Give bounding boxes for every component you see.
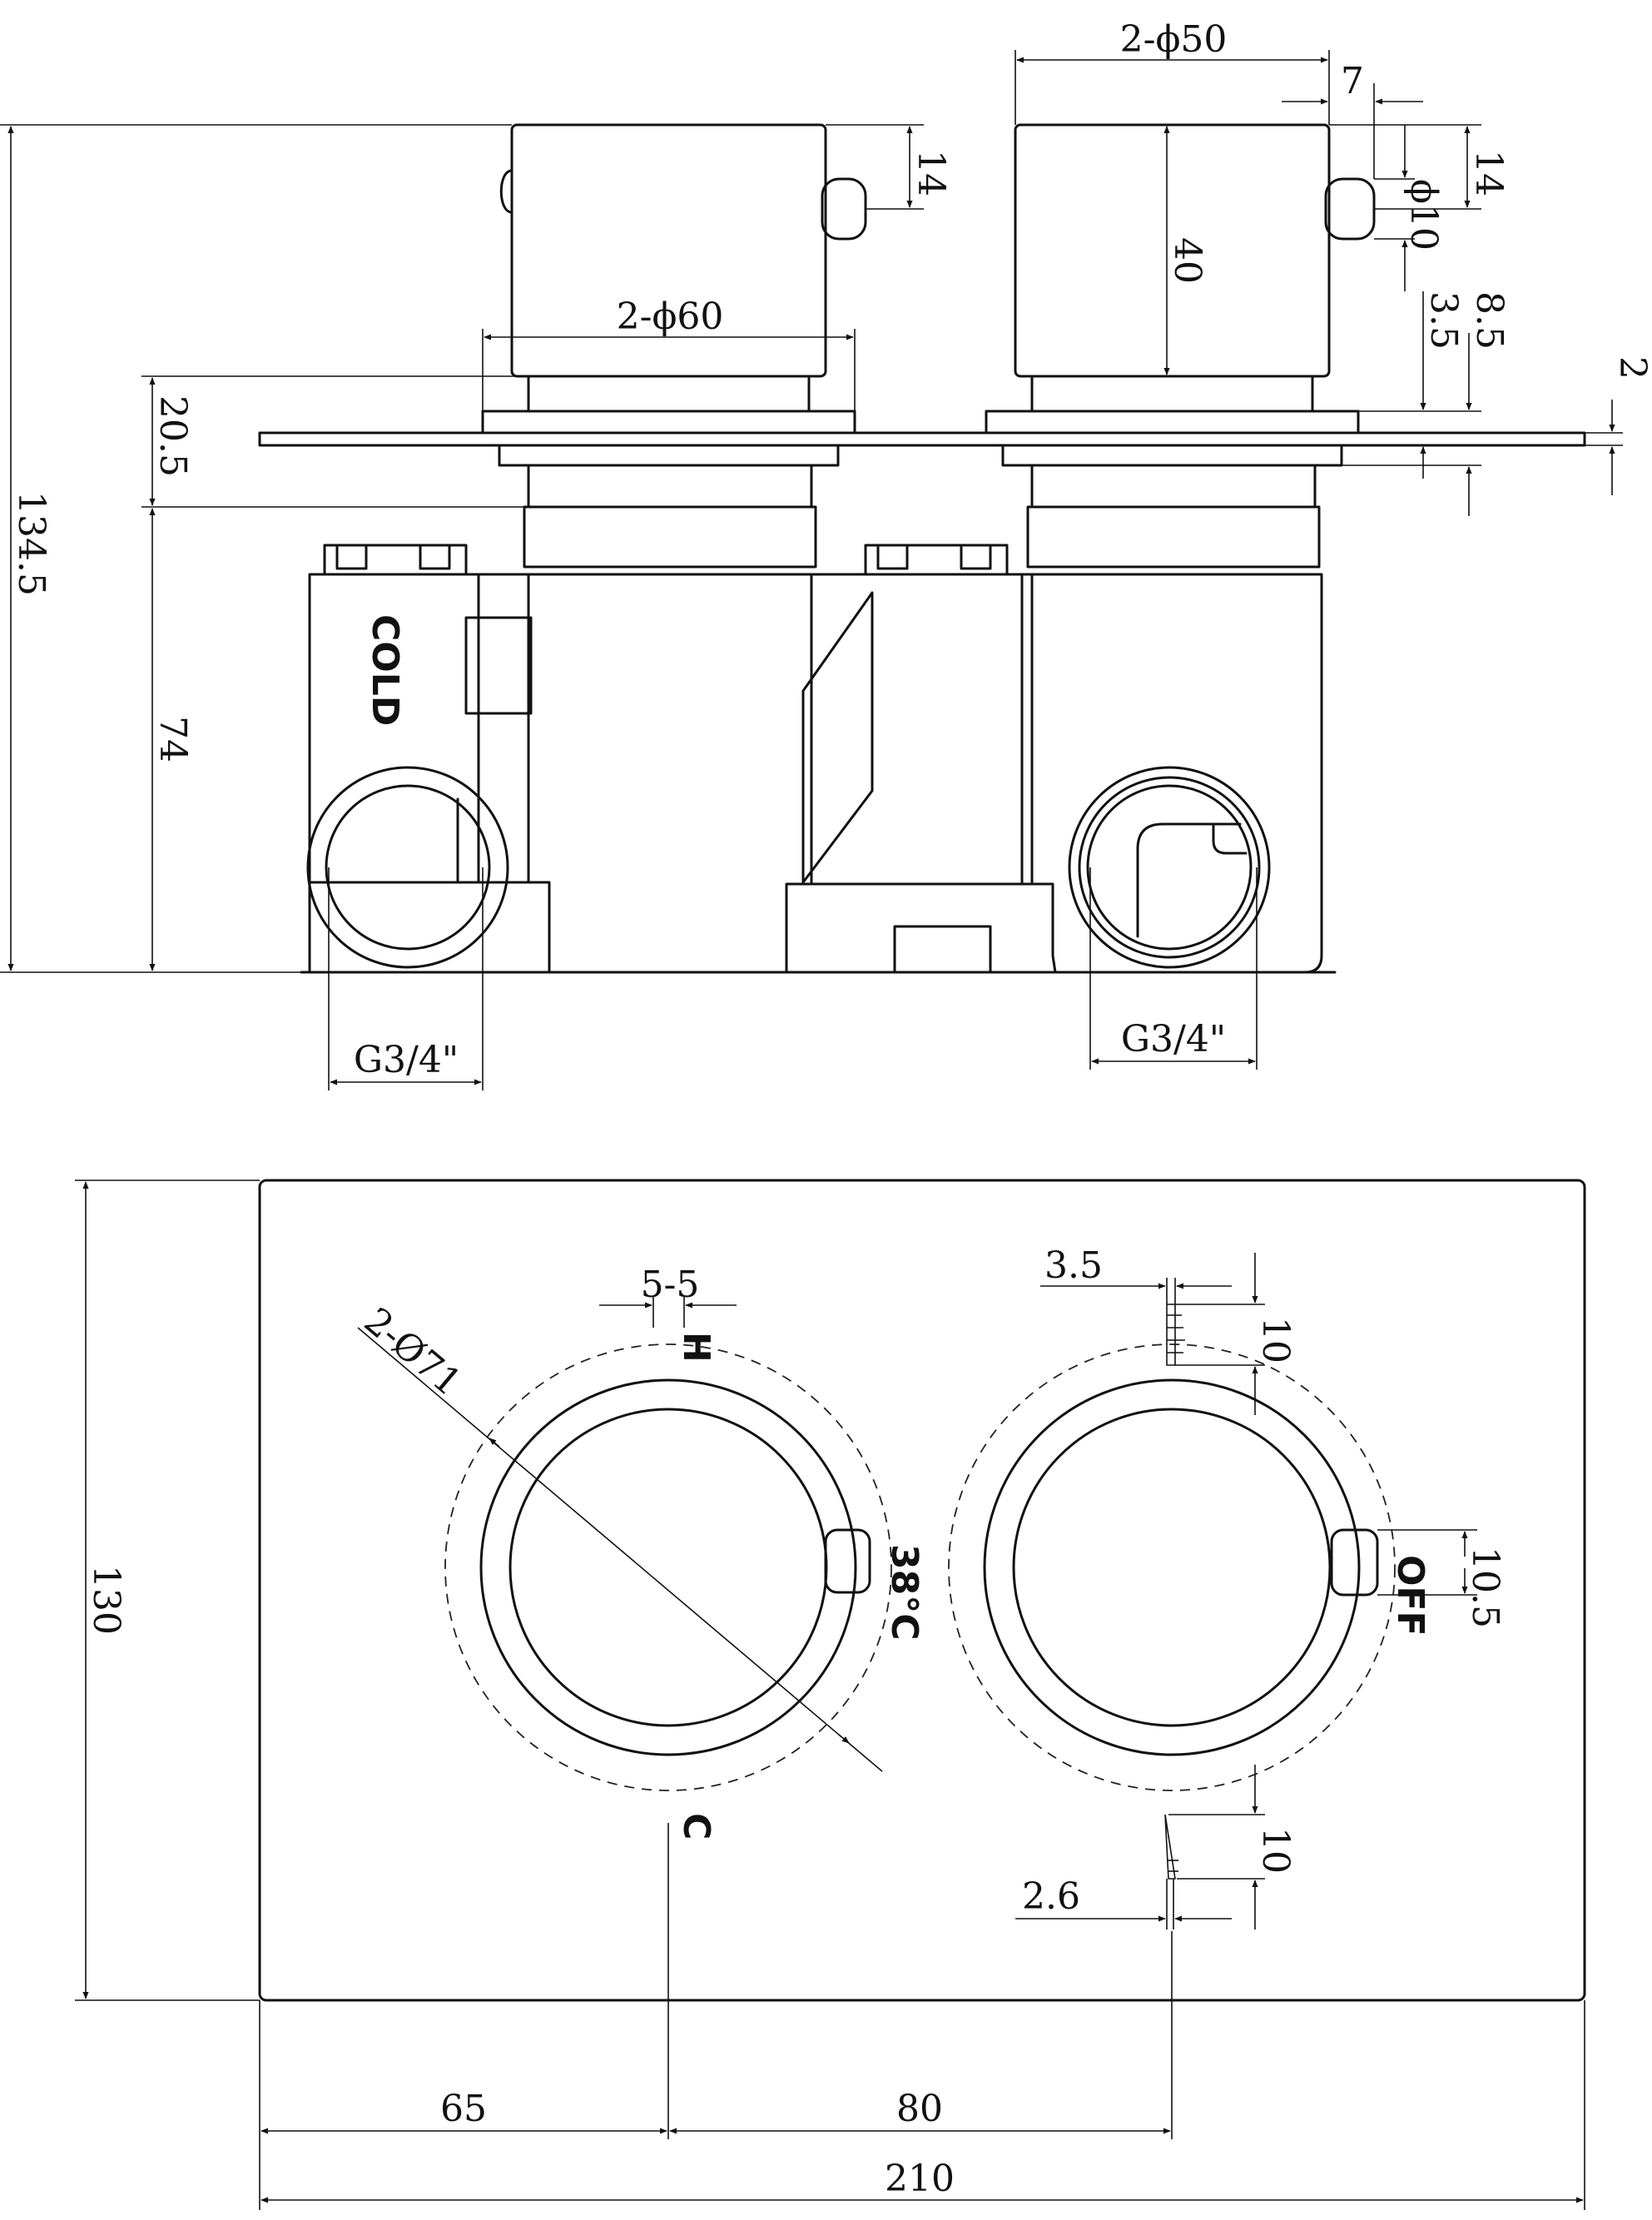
temperature-knob: [444, 1343, 892, 1791]
dim-130: 130: [85, 1565, 127, 1635]
side-dimensions: 2-ϕ50 7 14 14 ϕ10 40: [0, 18, 1652, 1090]
dim-g34-left: G3/4": [354, 1039, 459, 1081]
flow-knob: [948, 1343, 1396, 1791]
dim-40: 40: [1166, 237, 1208, 284]
front-dimensions: 130 5-5 2-Ø71 3.5 10: [75, 1180, 1585, 2210]
front-view: H C 38°C OFF 130 5-5: [75, 1179, 1586, 2210]
flow-indicator-ticks: [1164, 1304, 1185, 1880]
dim-8-5: 8.5: [1468, 291, 1511, 350]
dim-3-5-front: 3.5: [1044, 1244, 1103, 1287]
dim-g34-right: G3/4": [1121, 1018, 1226, 1060]
cold-marker: C: [675, 1813, 717, 1840]
dim-134-5: 134.5: [10, 491, 52, 596]
hot-inlet-port: [1068, 766, 1271, 969]
left-handle: [499, 123, 867, 413]
trim-plate-front: [258, 1179, 1586, 2002]
dim-20-5: 20.5: [151, 395, 194, 477]
dim-2phi50: 2-ϕ50: [1120, 18, 1228, 61]
dim-2phi60: 2-ϕ60: [617, 296, 724, 338]
dim-80: 80: [896, 2088, 943, 2130]
temperature-marker: 38°C: [883, 1544, 925, 1641]
dim-2: 2: [1611, 356, 1652, 380]
dim-10-top: 10: [1254, 1317, 1297, 1363]
side-view: COLD 2-ϕ50 7 14 14: [0, 18, 1652, 1090]
dim-7: 7: [1341, 60, 1364, 102]
trim-plate-side: [258, 410, 1586, 467]
cold-label: COLD: [364, 614, 406, 726]
cold-inlet-port: [306, 766, 509, 969]
dim-74: 74: [151, 716, 194, 762]
dim-65: 65: [440, 2088, 487, 2130]
hot-marker: H: [675, 1332, 717, 1363]
valve-body: [300, 544, 1337, 974]
dim-10-5: 10.5: [1464, 1547, 1506, 1628]
dim-3-5-top: 3.5: [1422, 291, 1465, 350]
dim-2phi71: 2-Ø71: [356, 1299, 469, 1404]
dim-10-bottom: 10: [1254, 1827, 1297, 1874]
dim-phi10: ϕ10: [1402, 179, 1445, 251]
dim-2-6: 2.6: [1022, 1875, 1080, 1918]
dim-14-left: 14: [910, 150, 952, 196]
dim-210: 210: [885, 2158, 955, 2200]
dim-5-5: 5-5: [641, 1264, 700, 1306]
dim-14-right: 14: [1467, 150, 1510, 196]
